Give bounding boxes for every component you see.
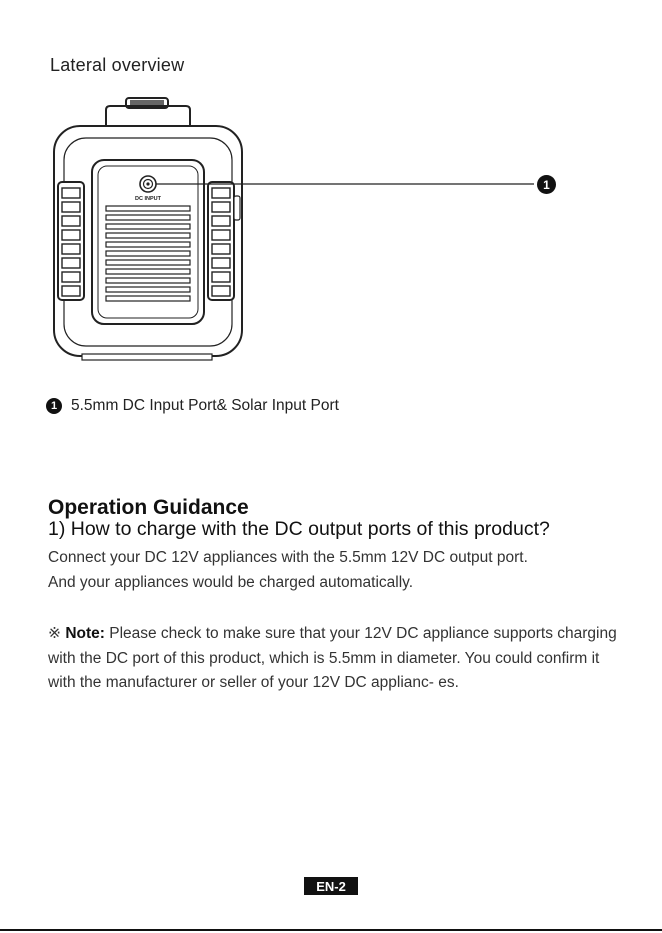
dc-input-label: DC INPUT (135, 196, 162, 202)
lateral-view-diagram: DC INPUT (53, 97, 534, 361)
legend-number: 1 (46, 398, 62, 414)
body-line: And your appliances would be charged aut… (48, 574, 414, 591)
callout-badge: 1 (537, 175, 556, 194)
note-symbol: ※ (48, 625, 61, 642)
bottom-rule (0, 929, 662, 931)
legend-text: 5.5mm DC Input Port& Solar Input Port (71, 397, 339, 414)
note-text: Please check to make sure that your 12V … (48, 625, 617, 691)
page-number: EN-2 (304, 877, 358, 895)
legend-item: 1 5.5mm DC Input Port& Solar Input Port (46, 397, 339, 415)
note-label: Note: (65, 625, 105, 642)
question-title: 1) How to charge with the DC output port… (48, 518, 550, 540)
operation-title: Operation Guidance (48, 496, 249, 519)
note-block: ※ Note: Please check to make sure that y… (48, 622, 620, 696)
section-title: Lateral overview (50, 55, 185, 75)
body-line: Connect your DC 12V appliances with the … (48, 549, 528, 566)
